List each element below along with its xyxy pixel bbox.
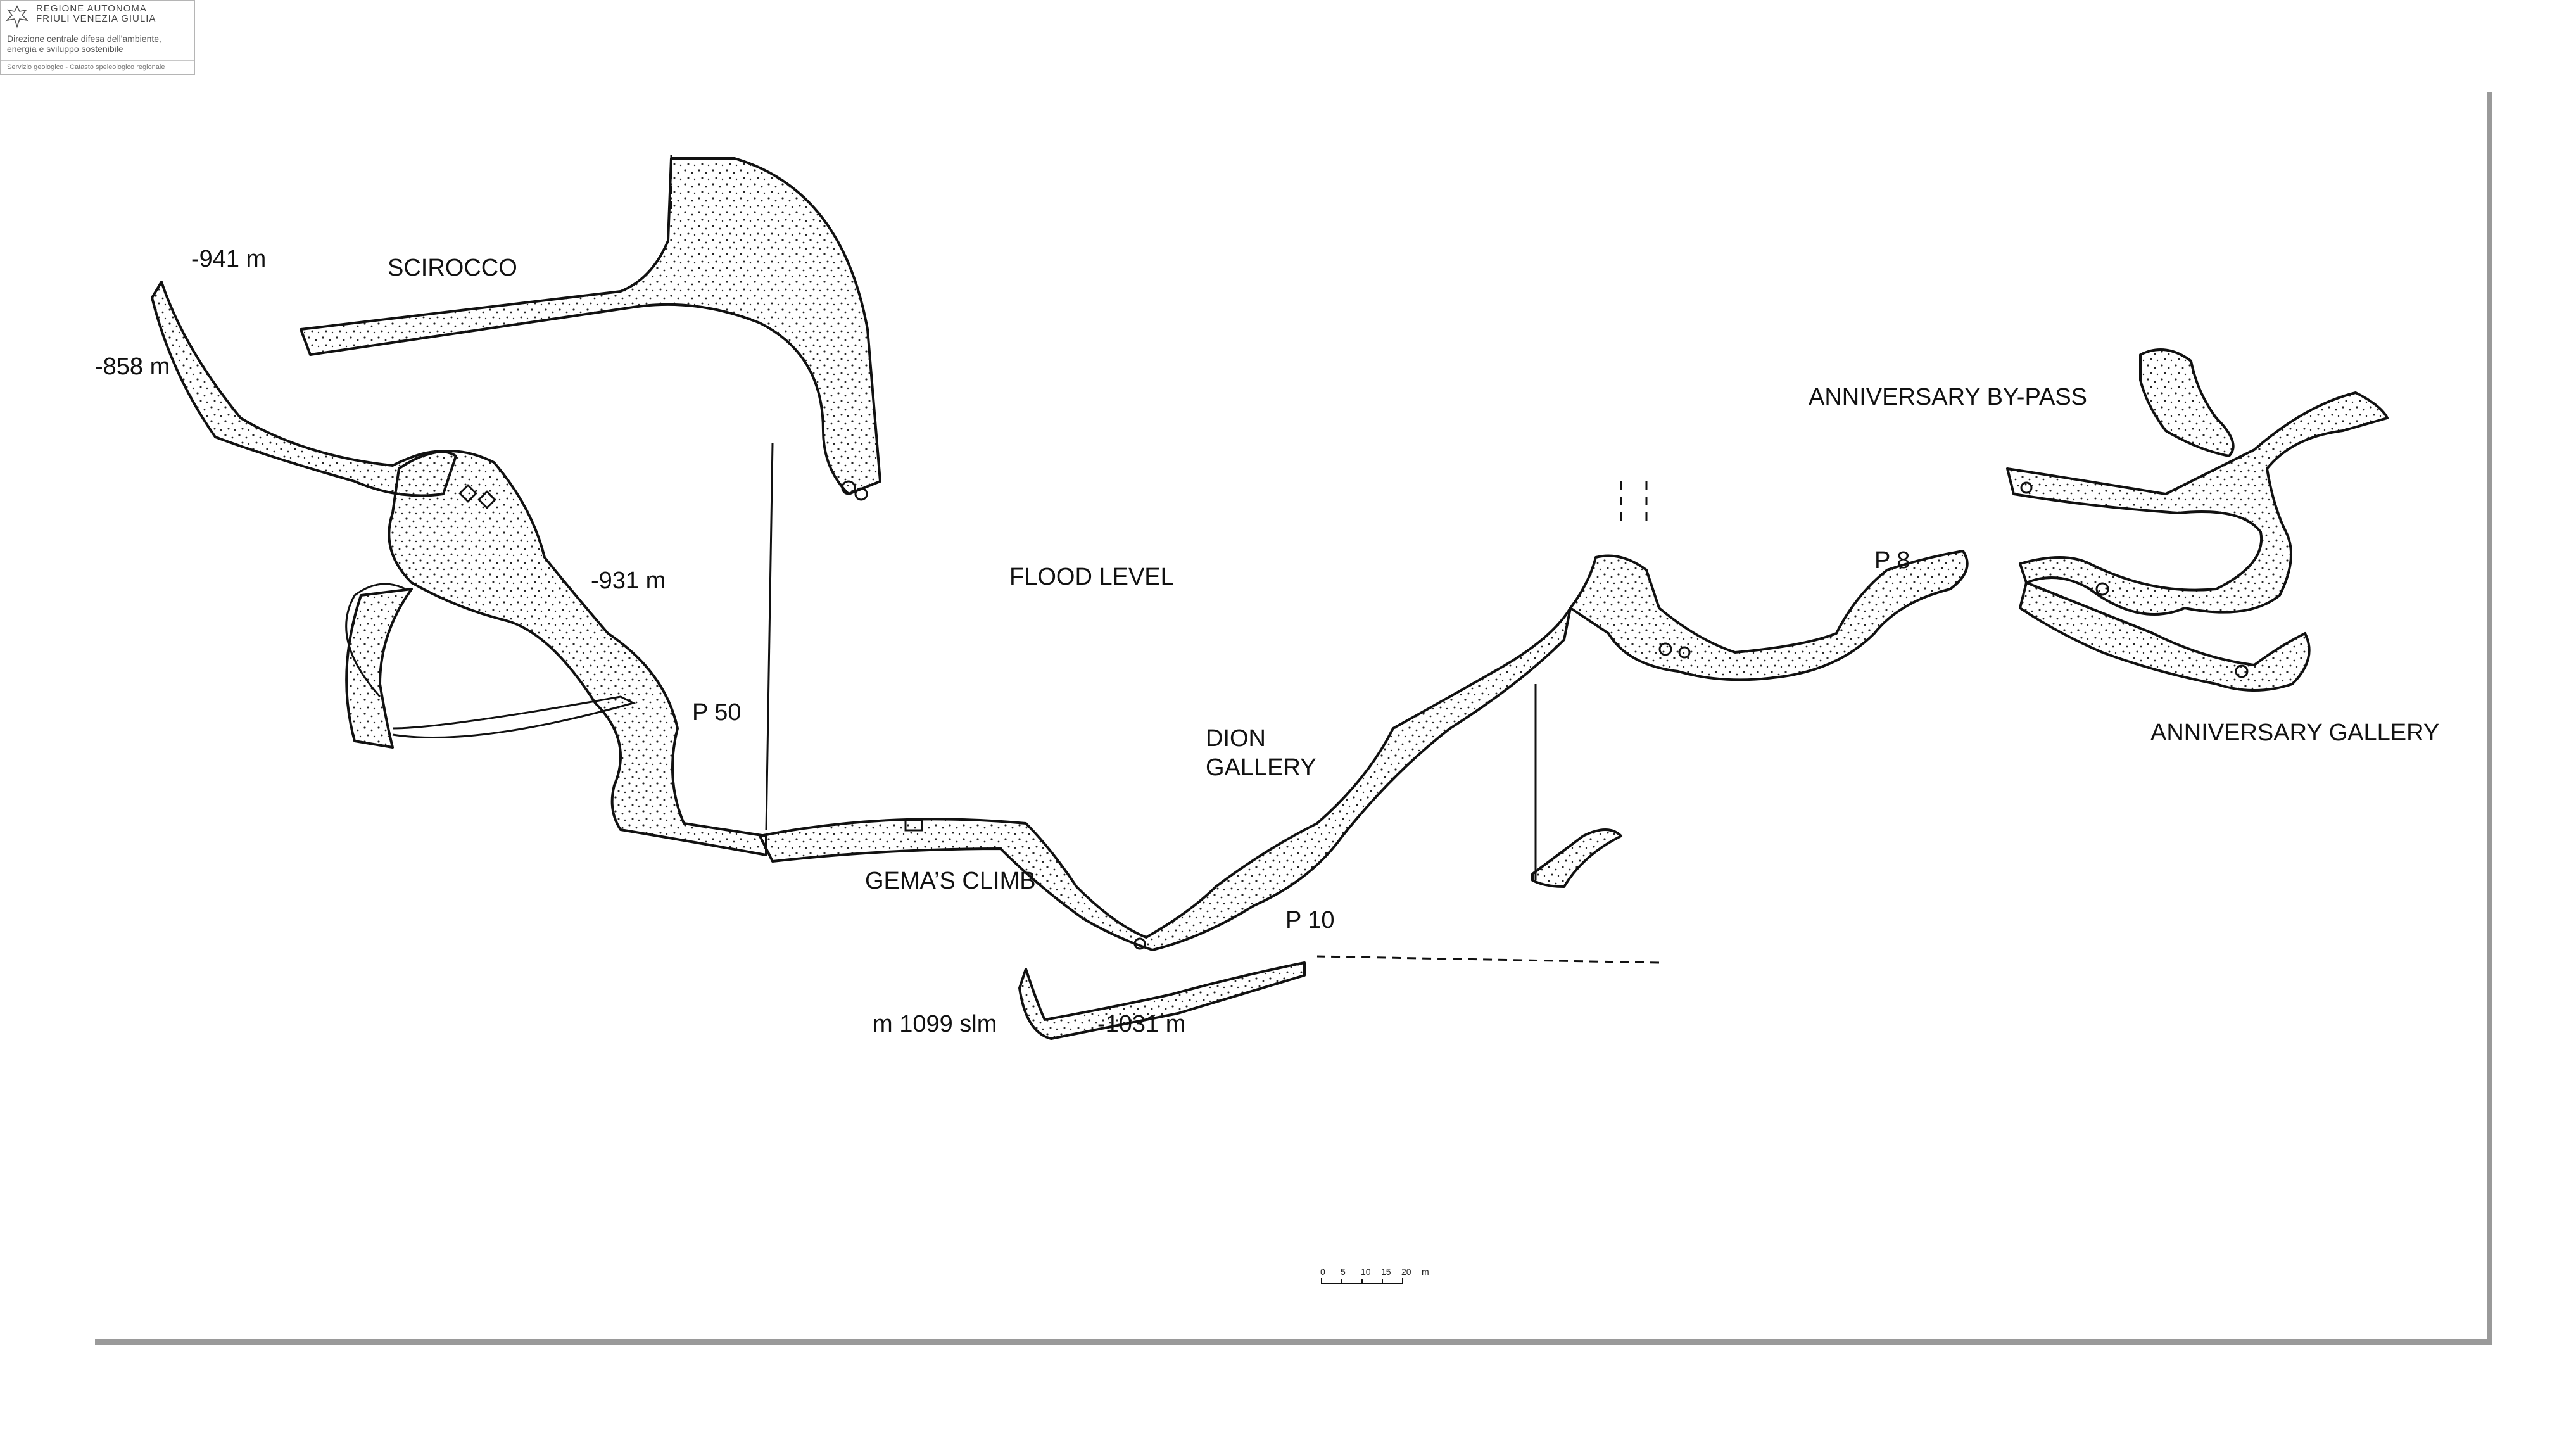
lower-passage-1031 (1018, 961, 1306, 1040)
scale-tick: 15 (1381, 1267, 1391, 1277)
directorate: Direzione centrale difesa dell'ambiente,… (7, 34, 161, 54)
scale-tick: 20 (1401, 1267, 1411, 1277)
boulder (2095, 582, 2109, 596)
boulder (854, 487, 868, 501)
anniversary-bypass-passage (2006, 391, 2389, 616)
loop-inner-right (345, 588, 413, 749)
scale-bar-ticks: 0 5 10 15 20 m (1320, 1267, 1442, 1277)
label-depth-858: -858 m (95, 353, 170, 380)
label-anniversary-bypass: ANNIVERSARY BY-PASS (1809, 384, 2088, 410)
label-gemas-climb: GEMA’S CLIMB (865, 868, 1036, 894)
header-box: REGIONE AUTONOMA FRIULI VENEZIA GIULIA D… (0, 0, 195, 75)
label-dion-gallery: DION GALLERY (1206, 724, 1316, 782)
anniversary-gallery-passage (2019, 581, 2311, 692)
scale-tick: 5 (1341, 1267, 1346, 1277)
label-p10: P 10 (1285, 907, 1335, 934)
boulder (1133, 937, 1146, 950)
loop-outer-line (345, 583, 636, 738)
label-depth-1031: -1031 m (1097, 1011, 1186, 1037)
boulder (1678, 646, 1691, 659)
block-symbol (904, 819, 923, 832)
directorate-line-1: Direzione centrale difesa dell'ambiente, (7, 34, 161, 44)
label-altitude: m 1099 slm (873, 1011, 997, 1037)
boulder (2235, 664, 2249, 678)
label-p50: P 50 (692, 699, 742, 726)
scale-unit: m (1422, 1267, 1429, 1277)
eagle-emblem-icon (5, 5, 29, 29)
label-depth-931: -931 m (591, 567, 666, 594)
label-dion-gallery-line-1: DION (1206, 725, 1266, 752)
directorate-line-2: energia e sviluppo sostenibile (7, 44, 123, 54)
scale-tick: 0 (1320, 1267, 1325, 1277)
scale-tick: 10 (1361, 1267, 1371, 1277)
service-name: Servizio geologico - Catasto speleologic… (7, 63, 165, 71)
scale-bar: 0 5 10 15 20 m (1320, 1267, 1442, 1286)
region-name: REGIONE AUTONOMA FRIULI VENEZIA GIULIA (36, 4, 156, 24)
bypass-chamber (2139, 348, 2235, 457)
label-p8: P 8 (1874, 547, 1910, 574)
block-symbol (477, 490, 496, 509)
region-line-2: FRIULI VENEZIA GIULIA (36, 13, 156, 24)
dion-to-p8 (1569, 550, 1969, 681)
boulder (2020, 481, 2033, 494)
region-line-1: REGIONE AUTONOMA (36, 3, 147, 14)
loop-passage (388, 450, 767, 856)
side-chamber (1531, 828, 1622, 888)
boulder (841, 480, 856, 495)
dashed-edge (670, 155, 1660, 964)
p50-drop-line (765, 443, 774, 830)
block-symbol (458, 484, 477, 503)
boulder (1658, 642, 1672, 656)
label-scirocco: SCIROCCO (388, 255, 517, 281)
scale-bar-line (1321, 1278, 1403, 1284)
gemas-climb-passage (759, 607, 1572, 951)
label-anniversary-gallery: ANNIVERSARY GALLERY (2150, 719, 2440, 746)
label-flood-level: FLOOD LEVEL (1009, 564, 1174, 590)
label-depth-941: -941 m (191, 246, 267, 272)
header-divider-2 (1, 60, 194, 61)
upper-shaft (300, 157, 881, 495)
label-dion-gallery-line-2: GALLERY (1206, 754, 1316, 781)
